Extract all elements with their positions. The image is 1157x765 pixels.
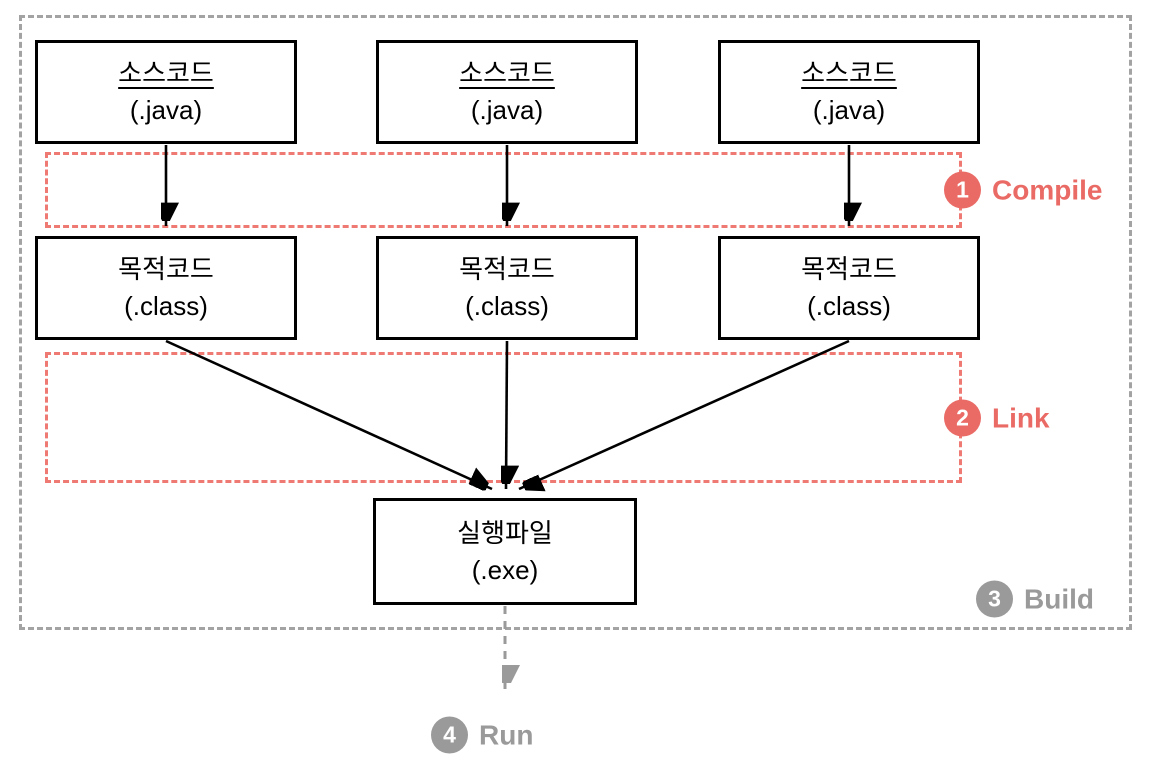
object-box-2-subtitle: (.class) [465,291,549,321]
badge-build-number: 3 [976,580,1013,618]
object-box-1-subtitle: (.class) [124,291,208,321]
executable-box-subtitle: (.exe) [471,554,539,585]
badge-compile-number: 1 [944,171,981,209]
badge-run-number: 4 [431,716,468,754]
source-box-1-title: 소스코드 [118,58,214,88]
object-box-1-title: 목적코드 [118,254,214,284]
object-box-2: 목적코드 (.class) [376,236,638,340]
badge-build-label: Build [1024,583,1094,614]
source-box-3: 소스코드 (.java) [718,40,980,144]
badge-compile-label: Compile [992,174,1103,205]
badge-link-number: 2 [944,399,981,437]
build-region [19,15,1132,630]
executable-box-title: 실행파일 [457,517,553,548]
source-box-1: 소스코드 (.java) [35,40,297,144]
source-box-2-subtitle: (.java) [470,95,544,125]
source-box-2-title: 소스코드 [459,58,555,88]
badge-link-label: Link [992,402,1050,433]
badge-compile: 1 Compile [944,171,1103,209]
source-box-3-title: 소스코드 [801,58,897,88]
object-box-3-subtitle: (.class) [807,291,891,321]
compile-region [45,152,962,228]
executable-box: 실행파일 (.exe) [373,498,637,605]
object-box-3-title: 목적코드 [801,254,897,284]
source-box-2: 소스코드 (.java) [376,40,638,144]
badge-run: 4 Run [431,716,534,754]
badge-link: 2 Link [944,399,1050,437]
object-box-3: 목적코드 (.class) [718,236,980,340]
badge-build: 3 Build [976,580,1094,618]
object-box-2-title: 목적코드 [459,254,555,284]
badge-run-label: Run [479,719,534,750]
source-box-3-subtitle: (.java) [812,95,886,125]
source-box-1-subtitle: (.java) [129,95,203,125]
object-box-1: 목적코드 (.class) [35,236,297,340]
link-region [45,352,962,483]
